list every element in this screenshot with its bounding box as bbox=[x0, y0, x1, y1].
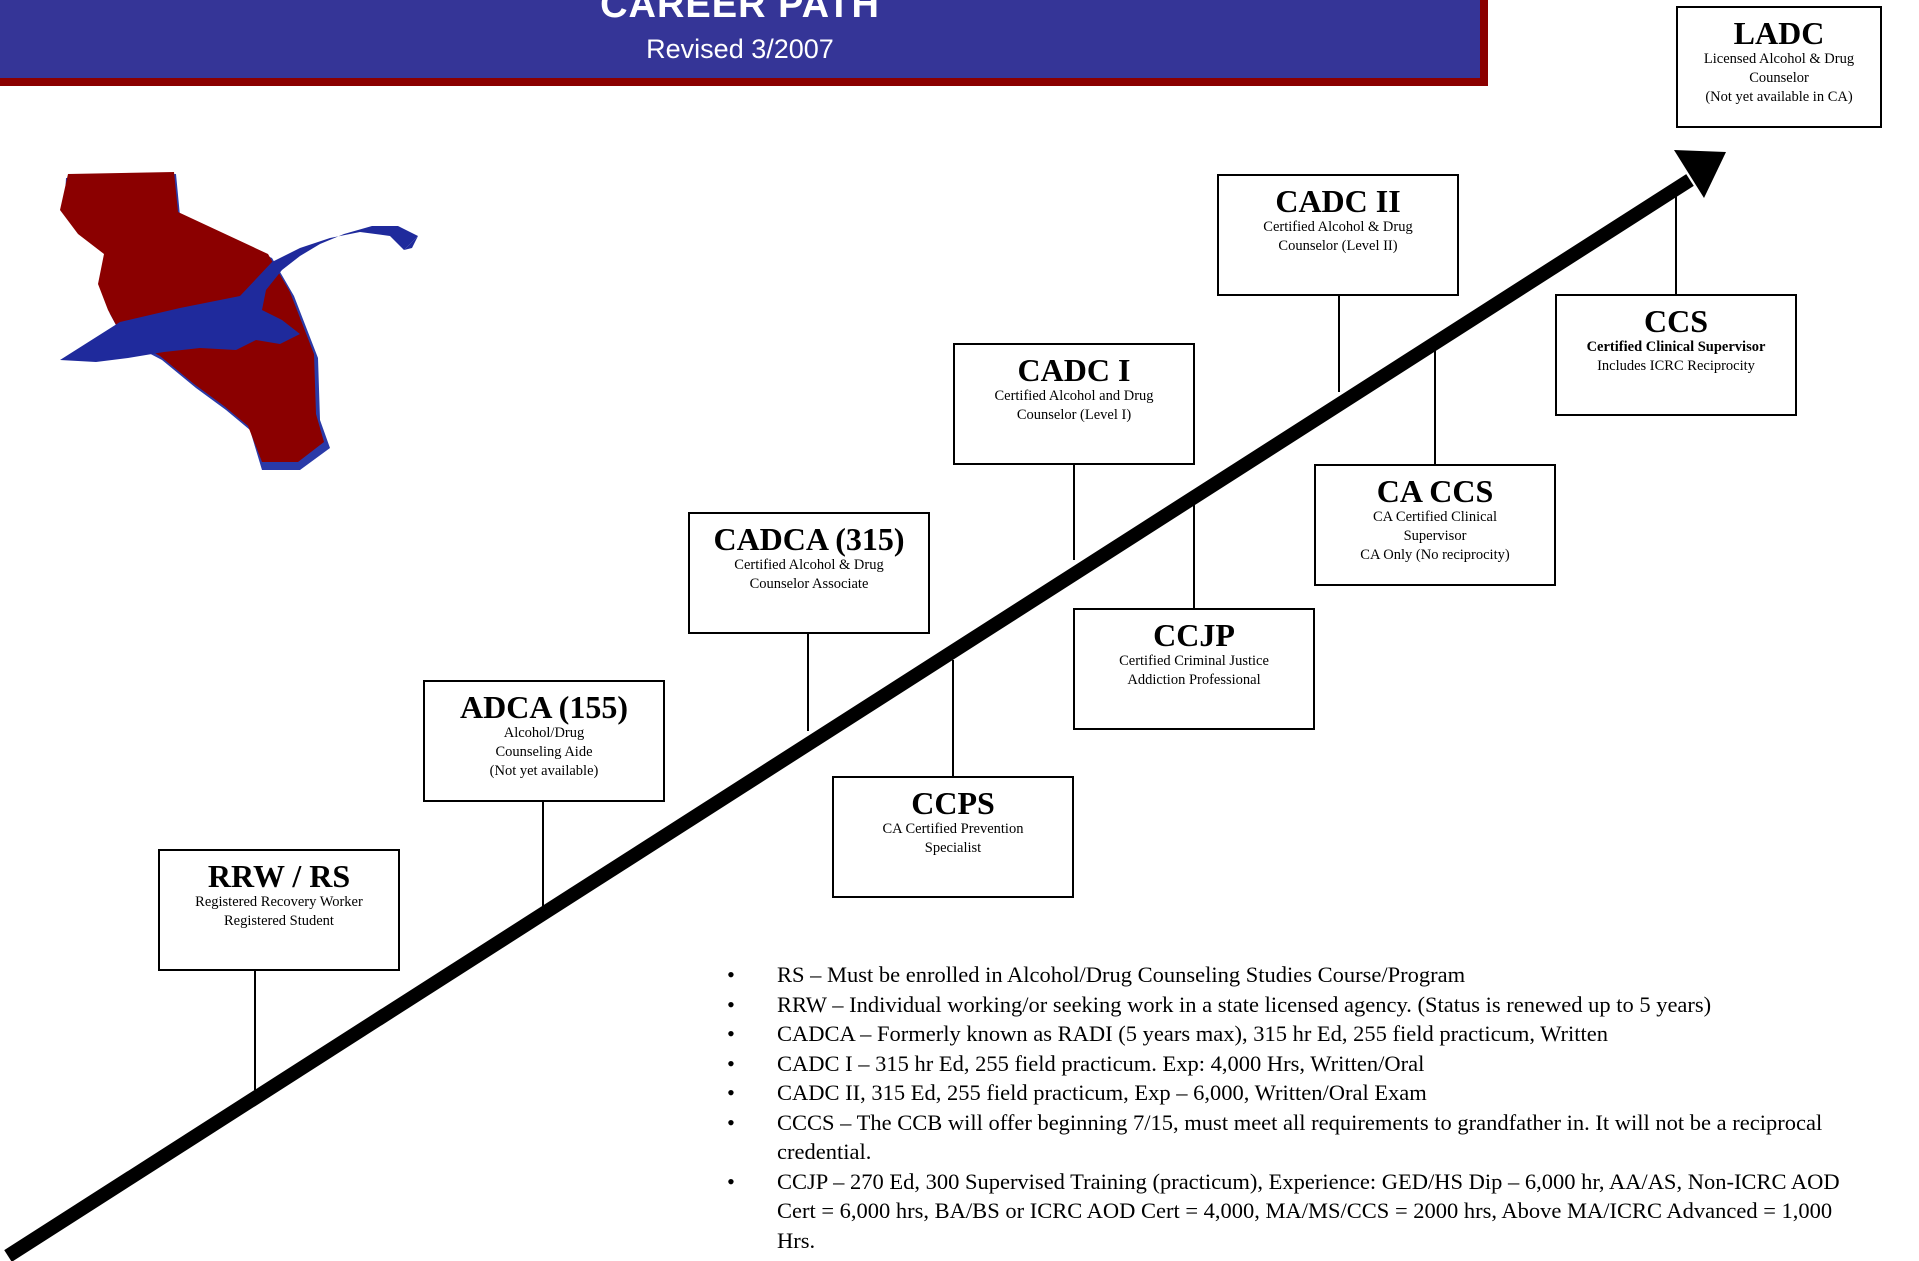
credential-desc: CA Only (No reciprocity) bbox=[1360, 547, 1510, 563]
note-item: RRW – Individual working/or seeking work… bbox=[727, 990, 1867, 1020]
credential-desc: Counselor Associate bbox=[749, 576, 869, 592]
requirements-notes: RS – Must be enrolled in Alcohol/Drug Co… bbox=[727, 960, 1867, 1255]
credential-desc: CA Certified Clinical bbox=[1372, 509, 1498, 525]
note-item: CCCS – The CCB will offer beginning 7/15… bbox=[727, 1108, 1867, 1167]
page-title: CAREER PATH bbox=[600, 0, 880, 26]
note-item: CADC II, 315 Ed, 255 field practicum, Ex… bbox=[727, 1078, 1867, 1108]
credential-desc: Certified Alcohol & Drug bbox=[1263, 219, 1413, 235]
credential-title: CADC II bbox=[1275, 183, 1401, 219]
credential-desc: Registered Student bbox=[224, 913, 334, 929]
credential-title: CCS bbox=[1643, 303, 1708, 339]
credential-desc: Includes ICRC Reciprocity bbox=[1597, 358, 1755, 374]
credential-box-ccs: CCS Certified Clinical Supervisor Includ… bbox=[1555, 294, 1797, 416]
credential-desc: Counselor bbox=[1749, 70, 1809, 86]
note-item: CCJP – 270 Ed, 300 Supervised Training (… bbox=[727, 1167, 1867, 1256]
credential-desc: Alcohol/Drug bbox=[503, 725, 585, 741]
credential-desc: Specialist bbox=[924, 840, 982, 856]
credential-title: RRW / RS bbox=[207, 858, 351, 894]
note-item: CADC I – 315 hr Ed, 255 field practicum.… bbox=[727, 1049, 1867, 1079]
page-subtitle: Revised 3/2007 bbox=[646, 34, 834, 64]
credential-desc: (Not yet available) bbox=[489, 763, 599, 779]
credential-desc: Supervisor bbox=[1403, 528, 1467, 544]
credential-desc: Licensed Alcohol & Drug bbox=[1703, 51, 1855, 67]
credential-box-rrw-rs: RRW / RS Registered Recovery Worker Regi… bbox=[158, 849, 400, 971]
california-eagle-logo bbox=[60, 172, 420, 470]
header-banner: CAREER PATH Revised 3/2007 bbox=[0, 0, 1480, 78]
credential-box-cadca: CADCA (315) Certified Alcohol & Drug Cou… bbox=[688, 512, 930, 634]
credential-desc: CA Certified Prevention bbox=[882, 821, 1024, 837]
credential-box-adca: ADCA (155) Alcohol/Drug Counseling Aide … bbox=[423, 680, 665, 802]
credential-desc: Counseling Aide bbox=[495, 744, 593, 760]
credential-title: CA CCS bbox=[1376, 473, 1494, 509]
credential-title: CCPS bbox=[911, 785, 995, 821]
credential-title: LADC bbox=[1733, 15, 1825, 51]
credential-desc: Certified Alcohol and Drug bbox=[994, 388, 1154, 404]
career-arrow bbox=[4, 150, 1726, 1261]
credential-desc: Addiction Professional bbox=[1127, 672, 1261, 688]
credential-desc: Certified Criminal Justice bbox=[1119, 653, 1269, 669]
credential-desc: (Not yet available in CA) bbox=[1705, 89, 1853, 105]
credential-box-ccjp: CCJP Certified Criminal Justice Addictio… bbox=[1073, 608, 1315, 730]
credential-box-cadc2: CADC II Certified Alcohol & Drug Counsel… bbox=[1217, 174, 1459, 296]
credential-box-cadc1: CADC I Certified Alcohol and Drug Counse… bbox=[953, 343, 1195, 465]
credential-box-caccs: CA CCS CA Certified Clinical Supervisor … bbox=[1314, 464, 1556, 586]
note-item: RS – Must be enrolled in Alcohol/Drug Co… bbox=[727, 960, 1867, 990]
credential-desc: Certified Clinical Supervisor bbox=[1586, 339, 1766, 355]
credential-desc: Certified Alcohol & Drug bbox=[734, 557, 884, 573]
credential-desc: Counselor (Level II) bbox=[1278, 238, 1398, 254]
credential-title: CADCA (315) bbox=[713, 521, 905, 557]
connector-lines bbox=[254, 193, 1677, 1090]
note-item: CADCA – Formerly known as RADI (5 years … bbox=[727, 1019, 1867, 1049]
credential-box-ccps: CCPS CA Certified Prevention Specialist bbox=[832, 776, 1074, 898]
credential-title: CCJP bbox=[1153, 617, 1235, 653]
credential-box-ladc: LADC Licensed Alcohol & Drug Counselor (… bbox=[1676, 6, 1882, 128]
credential-title: ADCA (155) bbox=[460, 689, 628, 725]
credential-title: CADC I bbox=[1017, 352, 1131, 388]
credential-desc: Registered Recovery Worker bbox=[195, 894, 363, 910]
credential-desc: Counselor (Level I) bbox=[1016, 407, 1132, 423]
